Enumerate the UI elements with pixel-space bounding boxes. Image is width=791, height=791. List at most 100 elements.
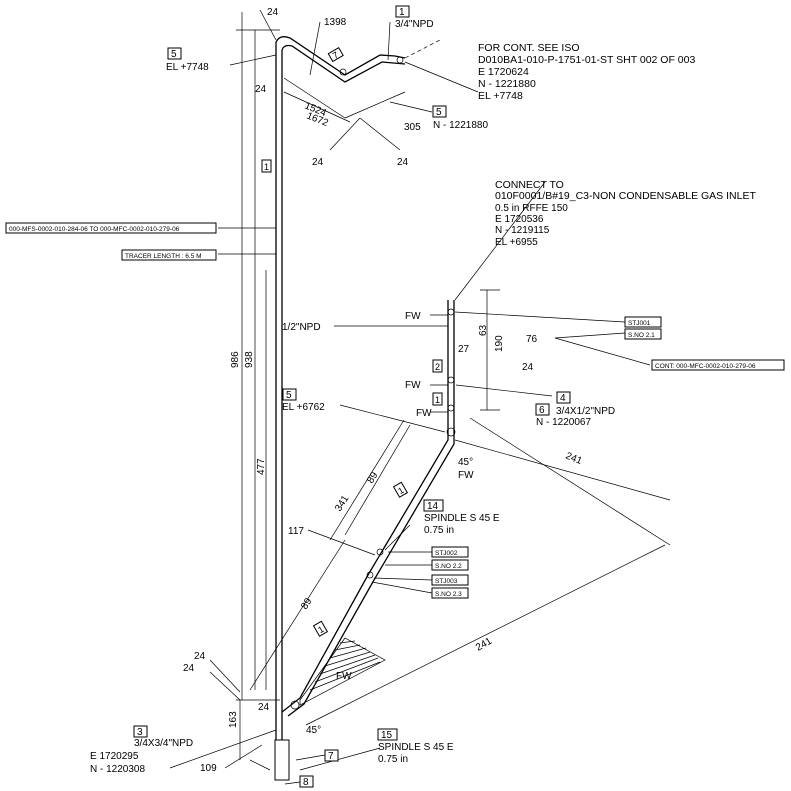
dimension-lines <box>169 9 671 785</box>
dim-1398: 1398 <box>324 17 347 28</box>
item6-number: 6 <box>539 405 545 416</box>
fitting-bottom-elbow <box>290 700 300 710</box>
sno21-tag: S.NO 2.1 <box>628 332 655 339</box>
dim-241-b: 241 <box>474 636 494 654</box>
spool-7: 7 <box>331 50 340 61</box>
spool-1b-box <box>312 620 329 637</box>
dim-163: 163 <box>228 711 239 728</box>
dim-109: 109 <box>200 763 217 774</box>
item15-line-1: SPINDLE S 45 E <box>378 742 454 753</box>
npd-half: 1/2"NPD <box>282 322 321 333</box>
item8-number: 8 <box>303 777 309 788</box>
connect-line-1: CONNECT TO <box>495 179 564 191</box>
spool-1-right-box <box>432 392 443 406</box>
fitting-stj003 <box>366 571 374 579</box>
dim-24-br: 24 <box>397 157 409 168</box>
fw-label-1: FW <box>405 311 421 322</box>
dim-24-b: 24 <box>183 663 195 674</box>
dim-341: 341 <box>333 493 351 513</box>
fw-bottom: FW <box>336 671 352 682</box>
dim-190: 190 <box>494 335 505 352</box>
cont-tag-box <box>651 359 785 371</box>
el-top-box-number: 5 <box>171 49 177 60</box>
dim-76: 76 <box>526 334 538 345</box>
connect-line-3: 0.5 in RFFE 150 <box>495 203 568 214</box>
item4-number: 4 <box>560 393 566 404</box>
pipe-route <box>274 36 456 781</box>
el-mid-box <box>282 388 297 401</box>
angle-45-right: 45° <box>458 457 473 468</box>
spool-1a: 1 <box>396 485 405 496</box>
item15-number: 15 <box>381 730 393 741</box>
spool-1-top-box <box>261 159 272 173</box>
fitting-top-v <box>339 68 347 76</box>
fw-label-3: FW <box>416 408 432 419</box>
fitting-mid <box>447 376 455 384</box>
hatch-area <box>299 637 386 706</box>
item14-line-2: 0.75 in <box>424 525 454 536</box>
item3-text: 3/4X3/4"NPD <box>134 738 193 749</box>
fw-label-4: FW <box>458 470 474 481</box>
sno21-box <box>624 328 662 340</box>
cont-line-1: FOR CONT. SEE ISO <box>478 42 580 54</box>
connect-line-2: 010F0001/B#19_C3-NON CONDENSABLE GAS INL… <box>495 190 756 202</box>
item5-top-box <box>432 105 447 118</box>
spool-1a-box <box>392 481 409 498</box>
tracer-tag-box <box>121 249 217 261</box>
dim-241-a: 241 <box>564 451 584 468</box>
sno22-tag: S.NO 2.2 <box>435 563 462 570</box>
item3-box <box>133 725 148 738</box>
item6-text: 3/4X1/2"NPD <box>556 406 615 417</box>
item7-box <box>324 749 339 762</box>
connect-line-4: E 1720536 <box>495 214 544 225</box>
stj003-box <box>431 574 469 586</box>
item6-n: N - 1220067 <box>536 417 591 428</box>
sno23-tag: S.NO 2.3 <box>435 591 462 598</box>
stj002-box <box>431 546 469 558</box>
stj002-tag: STJ002 <box>435 550 458 557</box>
dim-986: 986 <box>230 351 241 368</box>
item1-number: 1 <box>399 7 405 18</box>
spool-7-box <box>327 46 344 63</box>
dim-477: 477 <box>256 458 267 475</box>
fitting-low <box>447 404 455 412</box>
spool-1-top: 1 <box>264 162 269 172</box>
sno23-box <box>431 587 469 599</box>
dim-1672: 1672 <box>305 111 330 130</box>
item3-e: E 1720295 <box>90 751 139 762</box>
fw-label-2: FW <box>405 380 421 391</box>
item1-box <box>395 5 410 18</box>
connect-line-6: EL +6955 <box>495 237 538 248</box>
item6-box <box>535 403 550 416</box>
dim-89-a: 89 <box>365 470 380 486</box>
top-run-lower <box>281 44 406 83</box>
item8-box <box>299 775 314 788</box>
dim-24-right: 24 <box>522 362 534 373</box>
spool-1b: 1 <box>316 624 325 635</box>
dim-24-left: 24 <box>255 84 267 95</box>
dim-305: 305 <box>404 122 421 133</box>
item14-box <box>423 499 444 512</box>
item3-number: 3 <box>137 727 143 738</box>
item14-line-1: SPINDLE S 45 E <box>424 513 500 524</box>
item15-box <box>377 728 398 741</box>
dim-938: 938 <box>244 351 255 368</box>
item7-number: 7 <box>328 751 334 762</box>
mfs-tag-box <box>5 222 217 234</box>
spool-2: 2 <box>435 362 440 372</box>
cont-line-3: E 1720624 <box>478 66 529 78</box>
branch-line-left <box>281 300 449 713</box>
stj001-box <box>624 316 662 328</box>
item5-top-number: 5 <box>436 107 442 118</box>
item1-npd: 3/4"NPD <box>395 19 434 30</box>
dim-24-a: 24 <box>194 651 206 662</box>
spool-2-box <box>432 359 443 373</box>
top-run-upper <box>275 36 406 76</box>
spool-1-right: 1 <box>435 395 440 405</box>
angle-45-bottom: 45° <box>306 725 321 736</box>
fitting-elbow <box>446 427 456 437</box>
dim-24-bl: 24 <box>312 157 324 168</box>
sno22-box <box>431 559 469 571</box>
item4-box <box>556 391 571 404</box>
